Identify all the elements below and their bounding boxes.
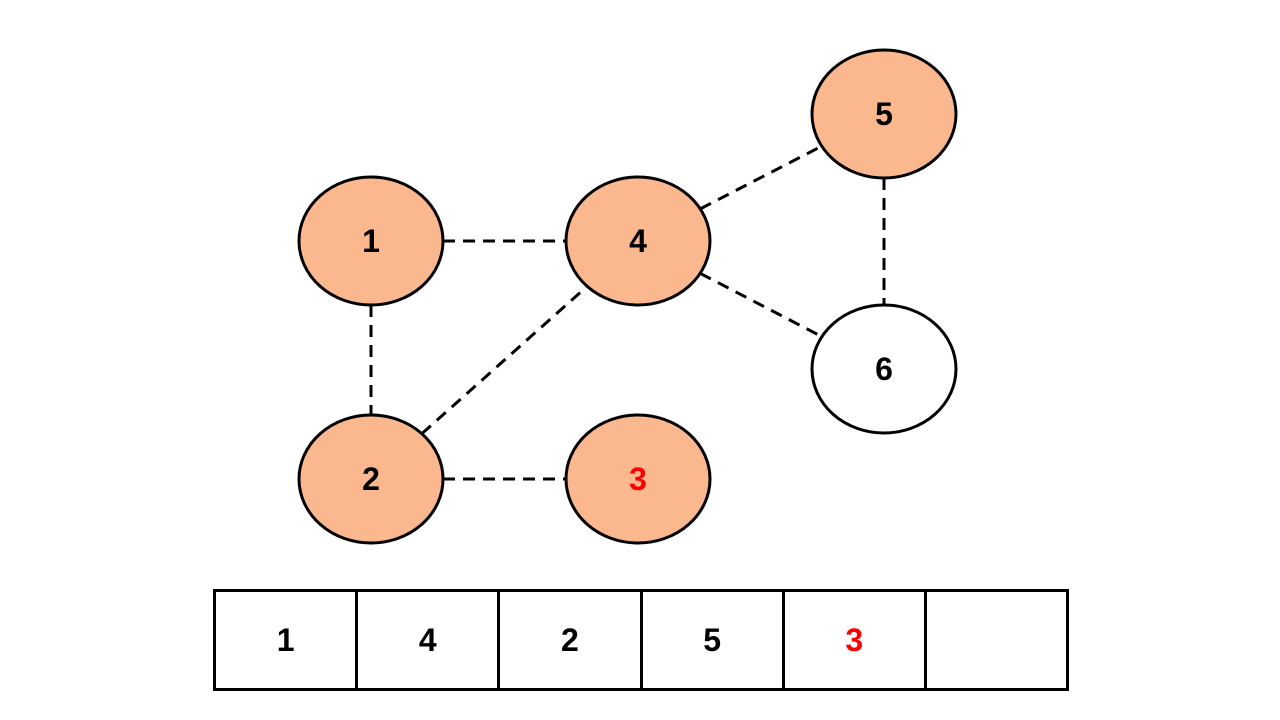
node-circle xyxy=(297,175,445,307)
node-circle xyxy=(810,48,958,180)
graph-node-6: 6 xyxy=(810,303,958,435)
edge-4-5 xyxy=(699,144,823,211)
edge-2-4 xyxy=(420,285,589,435)
edges-layer xyxy=(369,144,886,481)
graph-node-3: 3 xyxy=(564,413,712,545)
node-label: 5 xyxy=(875,96,893,132)
node-label: 3 xyxy=(629,461,647,497)
node-circle xyxy=(564,175,712,307)
graph-node-2: 2 xyxy=(297,413,445,545)
edge-4-6 xyxy=(699,272,823,338)
graph-node-1: 1 xyxy=(297,175,445,307)
queue-cell: 4 xyxy=(355,592,497,688)
graph-node-5: 5 xyxy=(810,48,958,180)
queue-cell: 2 xyxy=(497,592,639,688)
graph-node-4: 4 xyxy=(564,175,712,307)
node-label: 1 xyxy=(362,223,380,259)
node-circle xyxy=(564,413,712,545)
node-label: 4 xyxy=(629,223,647,259)
node-circle xyxy=(810,303,958,435)
queue-cell: 3 xyxy=(781,592,924,688)
node-circle xyxy=(297,413,445,545)
queue-cell: 1 xyxy=(276,621,295,658)
queue-cell: 5 xyxy=(639,592,782,688)
nodes-layer: 1 2 3 4 5 6 xyxy=(297,48,958,545)
node-label: 2 xyxy=(362,461,380,497)
queue-cell xyxy=(923,592,1066,688)
node-label: 6 xyxy=(875,351,893,387)
